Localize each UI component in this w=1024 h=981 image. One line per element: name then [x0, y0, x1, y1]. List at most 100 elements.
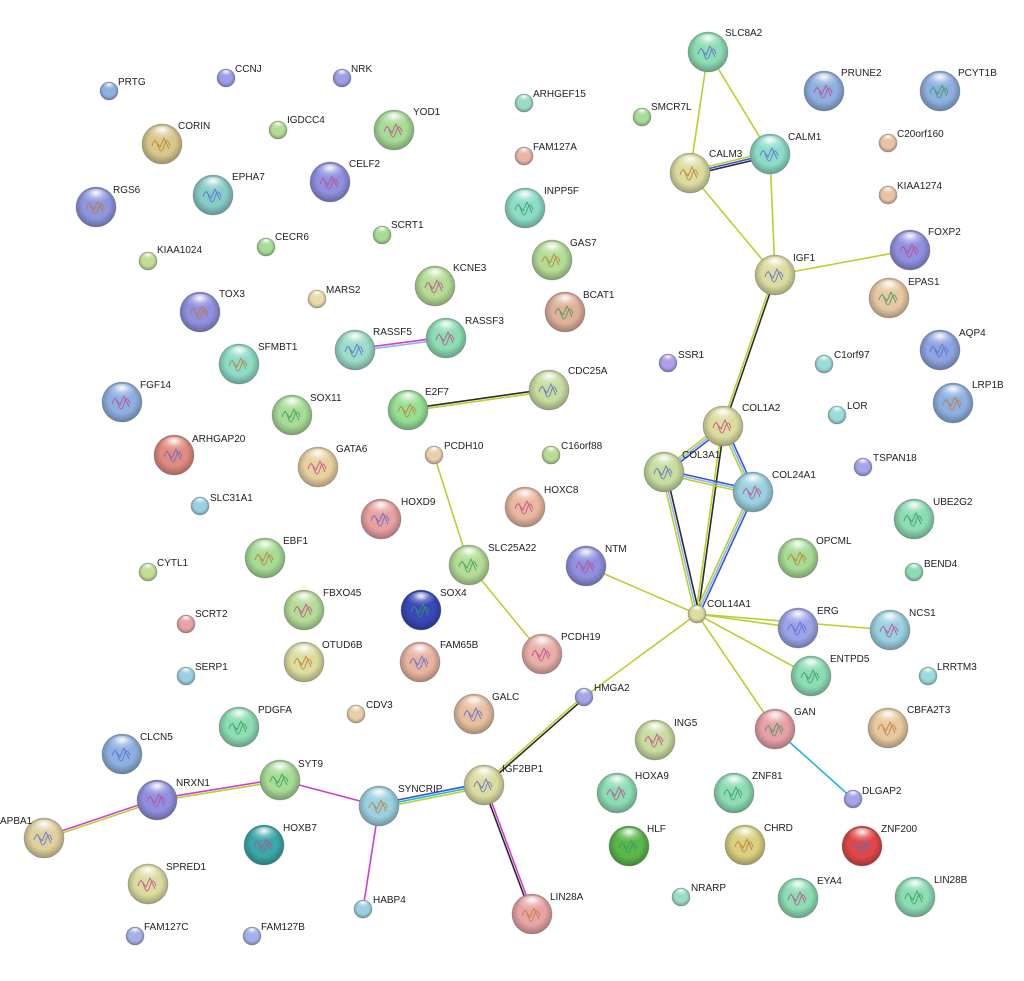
- node-prtg[interactable]: PRTG: [99, 77, 146, 101]
- node-celf2[interactable]: CELF2: [309, 159, 381, 203]
- node-otud6b[interactable]: OTUD6B: [283, 640, 363, 683]
- node-clcn5[interactable]: CLCN5: [101, 732, 173, 775]
- node-apba1[interactable]: APBA1: [0, 816, 65, 859]
- node-sox11[interactable]: SOX11: [271, 393, 342, 436]
- node-znf200[interactable]: ZNF200: [841, 824, 918, 867]
- node-hoxa9[interactable]: HOXA9: [596, 771, 669, 814]
- node-col1a2[interactable]: COL1A2: [702, 403, 781, 447]
- node-igdcc4[interactable]: IGDCC4: [268, 115, 325, 140]
- node-pcdh10[interactable]: PCDH10: [424, 441, 484, 465]
- node-cecr6[interactable]: CECR6: [256, 232, 309, 257]
- node-lrrtm3[interactable]: LRRTM3: [918, 662, 977, 686]
- node-ccnj[interactable]: CCNJ: [216, 64, 262, 88]
- node-mars2[interactable]: MARS2: [307, 285, 361, 309]
- node-col14a1[interactable]: COL14A1: [687, 599, 751, 624]
- node-erg[interactable]: ERG: [777, 606, 839, 649]
- node-c20orf160[interactable]: C20orf160: [878, 129, 944, 153]
- node-pcdh19[interactable]: PCDH19: [521, 632, 601, 675]
- node-slc25a22[interactable]: SLC25A22: [448, 543, 537, 586]
- node-nrarp[interactable]: NRARP: [671, 883, 726, 907]
- node-lin28a[interactable]: LIN28A: [511, 892, 584, 935]
- node-ssr1[interactable]: SSR1: [658, 350, 705, 373]
- node-kiaa1024[interactable]: KIAA1024: [138, 245, 202, 271]
- node-fam127a[interactable]: FAM127A: [514, 142, 577, 166]
- node-syncrip[interactable]: SYNCRIP: [358, 784, 443, 827]
- node-c1orf97[interactable]: C1orf97: [814, 350, 870, 374]
- node-calm3[interactable]: CALM3: [669, 149, 743, 194]
- node-corin[interactable]: CORIN: [141, 121, 210, 165]
- node-yod1[interactable]: YOD1: [373, 107, 441, 151]
- node-e2f7[interactable]: E2F7: [387, 387, 449, 431]
- node-hlf[interactable]: HLF: [608, 824, 666, 867]
- node-syt9[interactable]: SYT9: [259, 759, 323, 801]
- node-igf1[interactable]: IGF1: [754, 253, 816, 296]
- node-slc31a1[interactable]: SLC31A1: [190, 493, 253, 516]
- node-scrt2[interactable]: SCRT2: [176, 609, 228, 634]
- node-fam127b[interactable]: FAM127B: [242, 922, 305, 946]
- node-ncs1[interactable]: NCS1: [869, 608, 936, 651]
- node-eya4[interactable]: EYA4: [777, 876, 842, 919]
- node-lor[interactable]: LOR: [827, 401, 868, 425]
- node-foxp2[interactable]: FOXP2: [889, 227, 961, 271]
- node-cbfa2t3[interactable]: CBFA2T3: [867, 705, 951, 749]
- node-habp4[interactable]: HABP4: [353, 895, 406, 919]
- node-kcne3[interactable]: KCNE3: [414, 263, 487, 307]
- node-ube2g2[interactable]: UBE2G2: [893, 497, 973, 540]
- node-fam127c[interactable]: FAM127C: [125, 922, 188, 946]
- node-bcat1[interactable]: BCAT1: [544, 290, 615, 333]
- node-arhgap20[interactable]: ARHGAP20: [153, 434, 246, 476]
- node-tox3[interactable]: TOX3: [179, 289, 245, 333]
- node-epas1[interactable]: EPAS1: [868, 277, 940, 319]
- node-dlgap2[interactable]: DLGAP2: [843, 786, 902, 809]
- node-sox4[interactable]: SOX4: [400, 588, 467, 631]
- node-sfmbt1[interactable]: SFMBT1: [218, 342, 298, 385]
- node-galc[interactable]: GALC: [453, 692, 519, 735]
- node-fam65b[interactable]: FAM65B: [399, 640, 479, 683]
- node-hoxd9[interactable]: HOXD9: [360, 497, 436, 540]
- node-znf81[interactable]: ZNF81: [713, 771, 783, 814]
- node-rassf5[interactable]: RASSF5: [334, 327, 412, 371]
- node-rgs6[interactable]: RGS6: [75, 185, 141, 228]
- node-cdv3[interactable]: CDV3: [346, 700, 393, 724]
- node-bend4[interactable]: BEND4: [904, 559, 958, 582]
- node-slc8a2[interactable]: SLC8A2: [687, 28, 763, 73]
- node-pdgfa[interactable]: PDGFA: [218, 705, 292, 748]
- node-hoxc8[interactable]: HOXC8: [504, 485, 579, 528]
- node-pcyt1b[interactable]: PCYT1B: [919, 68, 997, 112]
- node-smcr7l[interactable]: SMCR7L: [632, 102, 692, 127]
- node-gata6[interactable]: GATA6: [297, 444, 368, 488]
- node-hmga2[interactable]: HMGA2: [574, 683, 630, 707]
- node-gas7[interactable]: GAS7: [531, 238, 597, 281]
- node-c16orf88[interactable]: C16orf88: [541, 441, 603, 465]
- node-fgf14[interactable]: FGF14: [101, 380, 172, 423]
- node-entpd5[interactable]: ENTPD5: [790, 654, 870, 697]
- node-fbxo45[interactable]: FBXO45: [283, 588, 362, 631]
- node-rassf3[interactable]: RASSF3: [425, 316, 504, 359]
- node-scrt1[interactable]: SCRT1: [372, 220, 424, 245]
- node-lin28b[interactable]: LIN28B: [894, 875, 968, 918]
- node-serp1[interactable]: SERP1: [176, 662, 228, 686]
- node-aqp4[interactable]: AQP4: [919, 328, 986, 371]
- node-lrp1b[interactable]: LRP1B: [932, 380, 1004, 424]
- node-col24a1[interactable]: COL24A1: [732, 470, 816, 513]
- node-arhgef15[interactable]: ARHGEF15: [514, 89, 586, 113]
- node-opcml[interactable]: OPCML: [777, 536, 852, 579]
- node-ing5[interactable]: ING5: [634, 718, 698, 761]
- node-ntm[interactable]: NTM: [565, 544, 627, 587]
- node-nrxn1[interactable]: NRXN1: [136, 778, 210, 821]
- node-cytl1[interactable]: CYTL1: [138, 558, 189, 582]
- node-chrd[interactable]: CHRD: [724, 823, 793, 866]
- node-prune2[interactable]: PRUNE2: [803, 68, 882, 112]
- node-inpp5f[interactable]: INPP5F: [504, 186, 579, 229]
- node-nrk[interactable]: NRK: [332, 64, 372, 88]
- node-hoxb7[interactable]: HOXB7: [243, 823, 317, 866]
- node-kiaa1274[interactable]: KIAA1274: [878, 181, 942, 205]
- node-spred1[interactable]: SPRED1: [127, 862, 206, 905]
- node-epha7[interactable]: EPHA7: [192, 172, 265, 216]
- node-col3a1[interactable]: COL3A1: [643, 450, 721, 493]
- node-igf2bp1[interactable]: IGF2BP1: [463, 764, 544, 806]
- node-gan[interactable]: GAN: [754, 707, 816, 750]
- node-calm1[interactable]: CALM1: [749, 132, 822, 175]
- node-ebf1[interactable]: EBF1: [244, 536, 308, 579]
- node-cdc25a[interactable]: CDC25A: [528, 366, 608, 411]
